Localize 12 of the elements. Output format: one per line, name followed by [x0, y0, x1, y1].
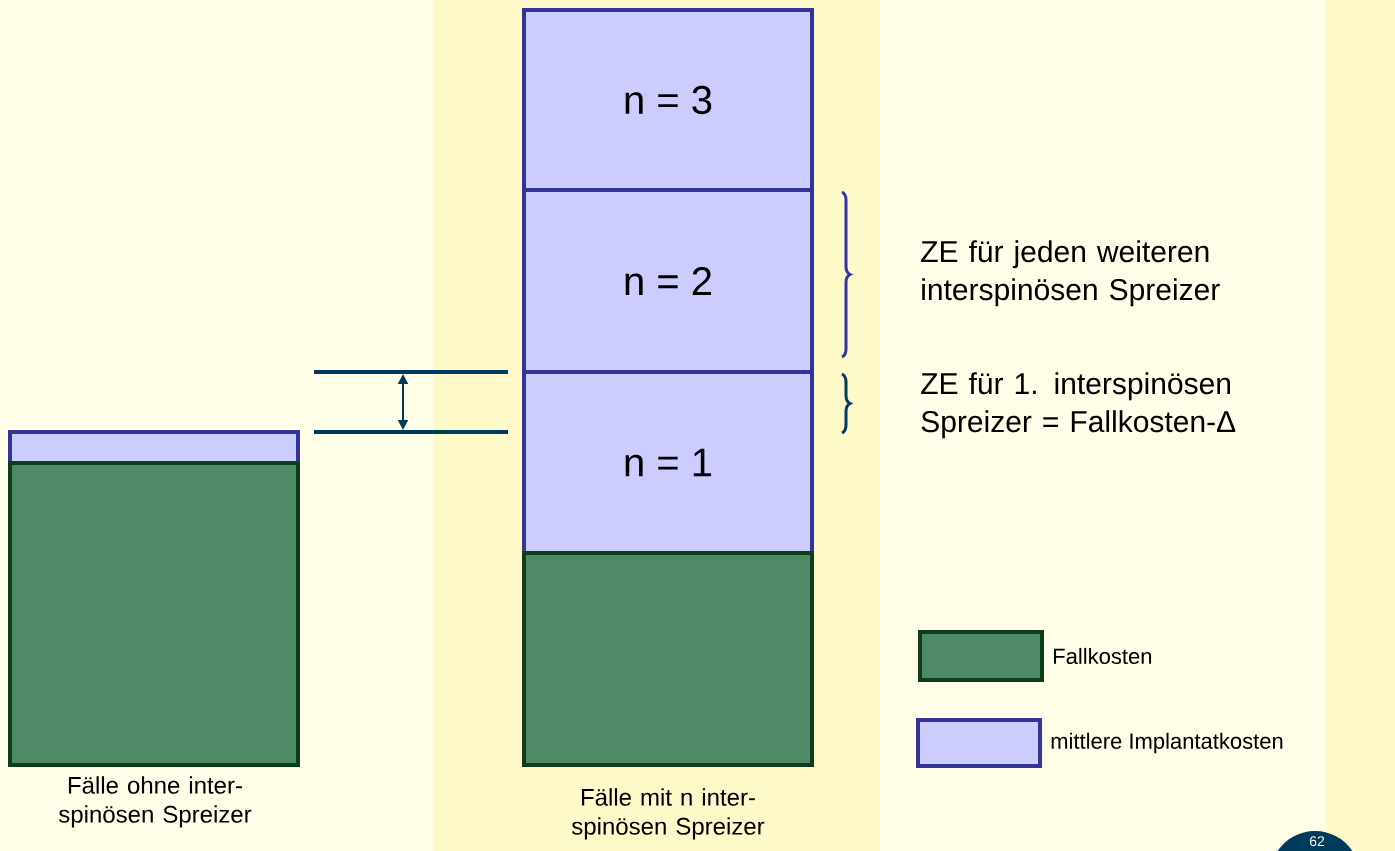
column-caption: Fälle ohne inter- spinösen Spreizer — [58, 776, 252, 828]
annotation-text: ZE für 1. interspinösen Spreizer = Fallkosten-Δ — [921, 372, 1236, 439]
column-caption: Fälle mit n inter- spinösen Spreizer — [571, 788, 765, 840]
stack-segment: n = 3 — [522, 8, 814, 192]
cost-block — [8, 461, 300, 767]
legend-label: Fallkosten — [1054, 647, 1152, 665]
cost-block — [522, 551, 814, 767]
legend-label: mittlere Implantatkosten — [1051, 732, 1283, 754]
page-number-badge: 62 — [1270, 831, 1360, 851]
stack-segment: n = 1 — [522, 370, 814, 555]
annotation-text: ZE für jeden weiteren interspinösen Spreizer — [921, 240, 1220, 307]
stack-segment: n = 2 — [522, 188, 814, 374]
